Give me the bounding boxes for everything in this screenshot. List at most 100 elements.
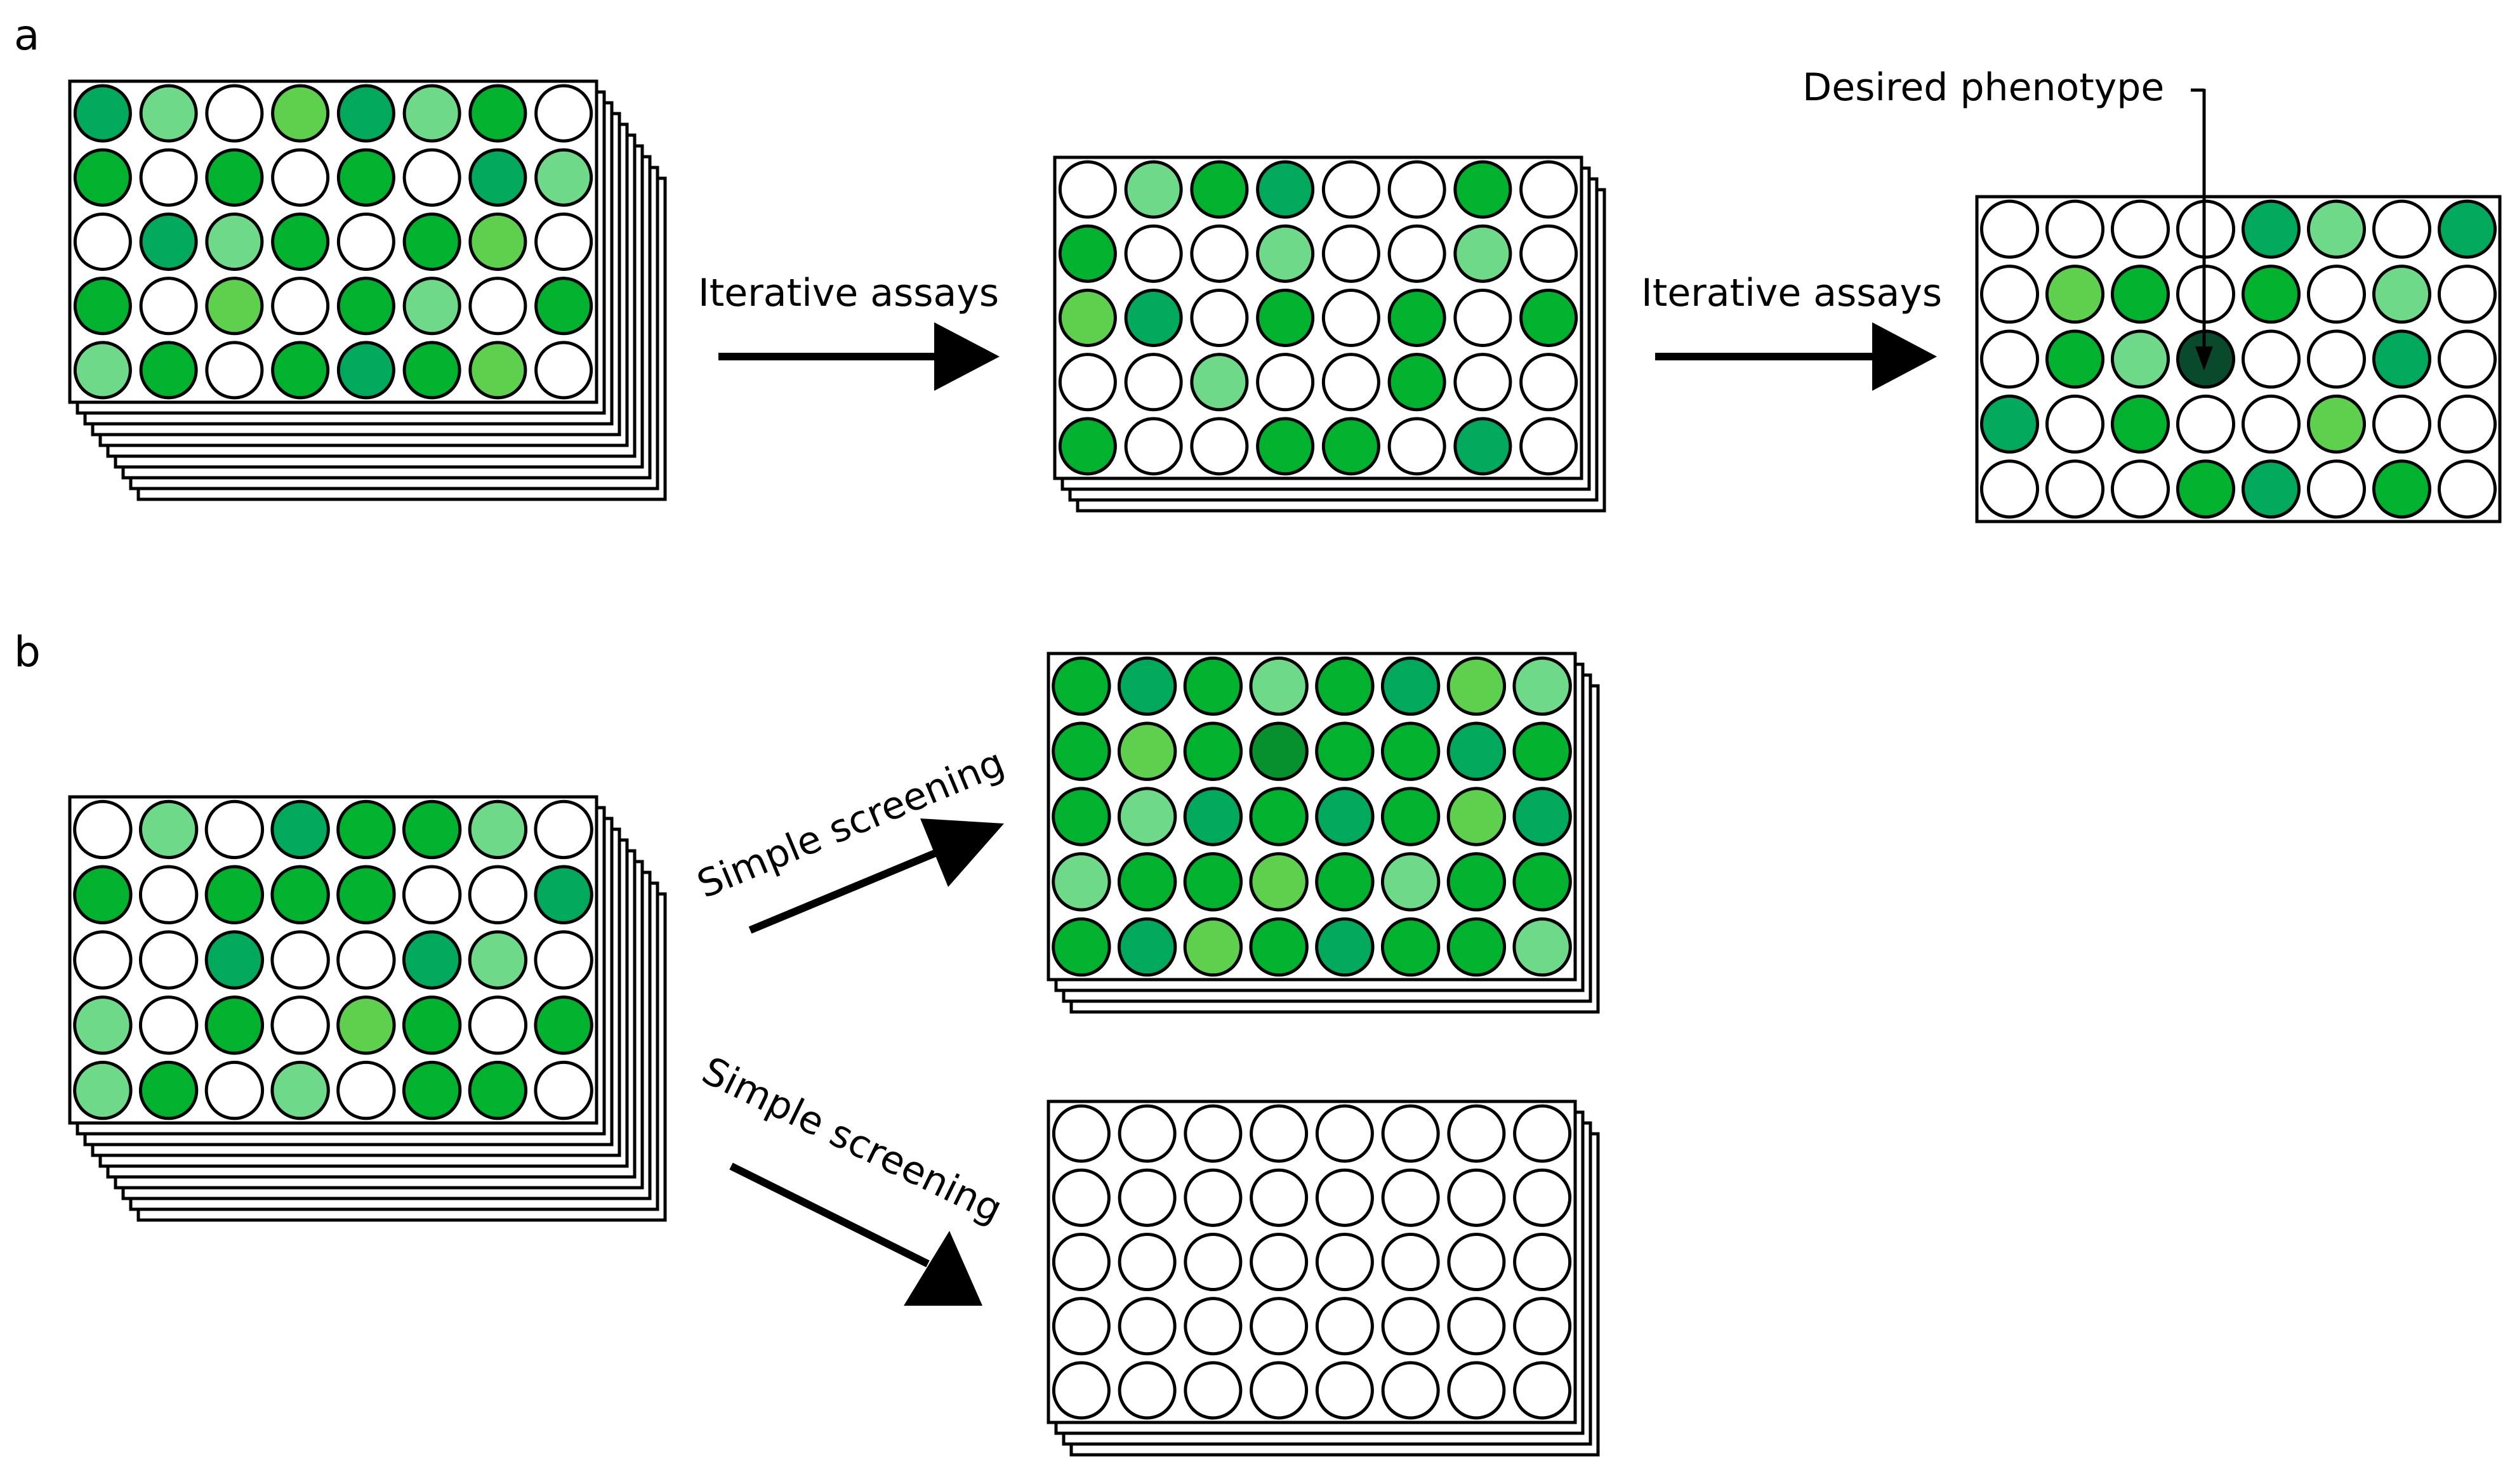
well xyxy=(534,1060,593,1120)
well xyxy=(534,341,593,400)
well xyxy=(2437,265,2497,324)
well xyxy=(2372,265,2432,324)
well xyxy=(1117,787,1177,846)
well xyxy=(1117,917,1177,977)
well xyxy=(1315,787,1375,846)
well xyxy=(534,865,593,924)
well xyxy=(1321,353,1380,412)
well xyxy=(1387,417,1446,476)
well xyxy=(2176,394,2236,454)
well xyxy=(1052,721,1111,781)
well xyxy=(1256,224,1315,283)
well xyxy=(138,995,199,1055)
well xyxy=(1256,353,1315,412)
well xyxy=(1250,1104,1309,1163)
well xyxy=(139,84,198,143)
well xyxy=(468,930,528,990)
well xyxy=(73,212,132,272)
well xyxy=(1381,1104,1440,1163)
plate-stack-a1 xyxy=(68,79,667,501)
arrow-a1 xyxy=(718,322,1000,391)
well xyxy=(1250,1168,1309,1227)
panel-label-b: b xyxy=(14,627,41,676)
well xyxy=(139,212,198,272)
well xyxy=(139,148,198,207)
well xyxy=(1453,417,1512,476)
well xyxy=(534,930,593,990)
well xyxy=(468,148,527,207)
well xyxy=(1124,224,1183,283)
well xyxy=(468,84,527,143)
well xyxy=(1512,852,1572,912)
well xyxy=(2110,394,2170,454)
well xyxy=(1315,721,1375,781)
well xyxy=(1381,1168,1440,1227)
well xyxy=(1519,224,1578,283)
well xyxy=(270,799,330,860)
well xyxy=(204,799,265,860)
well xyxy=(534,995,593,1055)
well xyxy=(73,995,133,1055)
well xyxy=(1321,160,1380,219)
well xyxy=(2372,394,2432,454)
well xyxy=(1447,1297,1506,1356)
well xyxy=(402,148,461,207)
well xyxy=(2306,394,2367,454)
well xyxy=(1249,656,1309,716)
well xyxy=(1381,1232,1440,1292)
well xyxy=(402,1060,462,1120)
well xyxy=(1453,288,1512,348)
well xyxy=(1979,329,2040,389)
arrow-label-iterative-1: Iterative assays xyxy=(698,271,999,315)
well xyxy=(1380,917,1441,977)
well xyxy=(1052,656,1111,716)
well xyxy=(1979,199,2040,259)
annotation-pointer xyxy=(2191,88,2213,371)
well xyxy=(1190,288,1249,348)
arrow-b-down xyxy=(729,1162,982,1306)
well xyxy=(402,341,461,400)
well xyxy=(73,341,132,400)
well xyxy=(534,84,593,143)
well xyxy=(139,341,198,400)
well xyxy=(1979,459,2040,519)
well xyxy=(1453,224,1512,283)
well xyxy=(2306,265,2367,324)
well xyxy=(205,341,264,400)
well xyxy=(271,84,330,143)
well xyxy=(1446,852,1507,912)
well xyxy=(534,277,593,336)
well xyxy=(1249,852,1309,912)
well xyxy=(1519,288,1578,348)
well xyxy=(1519,353,1578,412)
well xyxy=(2372,329,2432,389)
well xyxy=(205,84,264,143)
well xyxy=(1447,1104,1506,1163)
well xyxy=(402,84,461,143)
well xyxy=(1315,917,1375,977)
well xyxy=(402,277,461,336)
well xyxy=(534,799,593,860)
well xyxy=(1381,1297,1440,1356)
well xyxy=(1513,1297,1572,1356)
well xyxy=(2306,199,2367,259)
well xyxy=(205,212,264,272)
well xyxy=(1381,1361,1440,1420)
well xyxy=(1256,417,1315,476)
well xyxy=(1124,288,1183,348)
well xyxy=(1315,1168,1374,1227)
well xyxy=(1183,721,1243,781)
well xyxy=(270,1060,330,1120)
well xyxy=(1315,852,1375,912)
plate-a3 xyxy=(1975,195,2502,523)
well xyxy=(2241,394,2301,454)
well xyxy=(2045,199,2105,259)
well xyxy=(1184,1297,1243,1356)
well xyxy=(1124,160,1183,219)
well xyxy=(468,799,528,860)
well xyxy=(271,212,330,272)
well xyxy=(1979,265,2040,324)
well xyxy=(468,341,527,400)
well xyxy=(1250,1361,1309,1420)
well xyxy=(204,865,265,924)
